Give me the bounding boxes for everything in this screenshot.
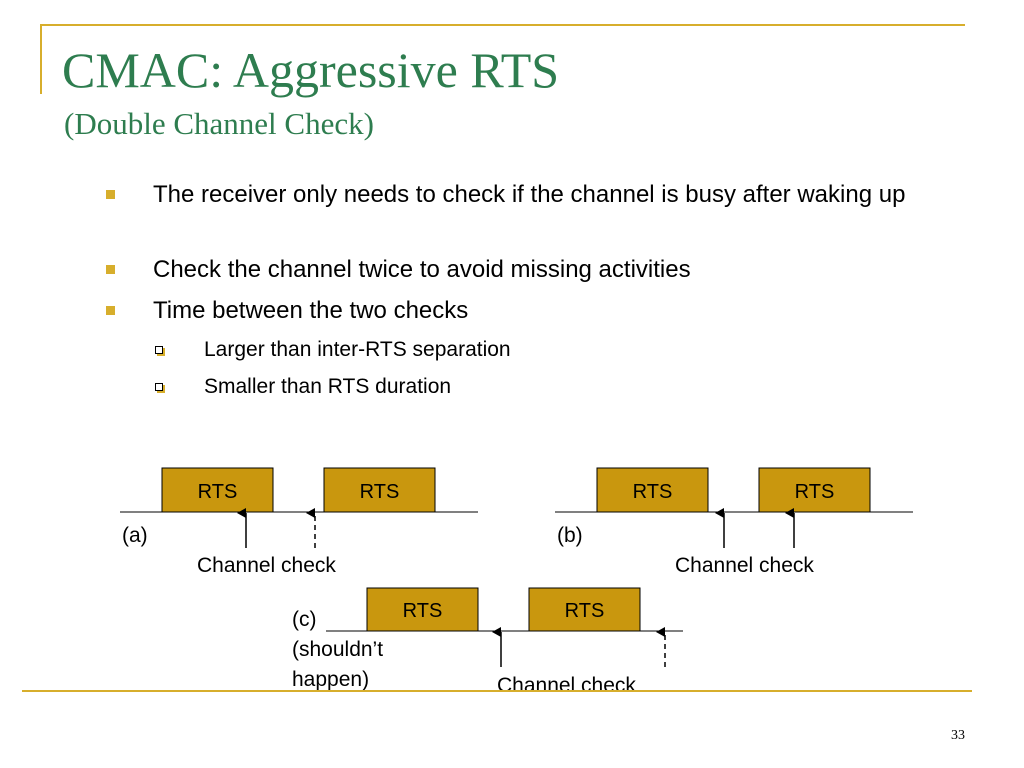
square-bullet-icon xyxy=(106,190,115,199)
rts-label: RTS xyxy=(403,600,443,622)
slide-subtitle: (Double Channel Check) xyxy=(64,106,374,141)
square-bullet-icon xyxy=(106,265,115,274)
panel-label-note: happen) xyxy=(292,668,369,691)
rts-label: RTS xyxy=(795,481,835,503)
page-number: 33 xyxy=(951,728,965,743)
rts-label: RTS xyxy=(360,481,400,503)
panel-c: RTS RTS (c) (shouldn’t happen) Channel c… xyxy=(292,587,683,697)
panel-label: (b) xyxy=(557,524,583,547)
sub-bullet-item: Larger than inter-RTS separation xyxy=(204,338,511,361)
hollow-square-bullet-icon xyxy=(155,346,163,354)
rts-block xyxy=(758,467,871,513)
hollow-square-bullet-icon xyxy=(155,383,163,391)
slide-title: CMAC: Aggressive RTS xyxy=(62,42,560,98)
rts-label: RTS xyxy=(565,600,605,622)
rts-block xyxy=(366,587,479,632)
bullet-item: Check the channel twice to avoid missing… xyxy=(153,256,691,283)
top-rule xyxy=(40,24,965,26)
channel-check-label: Channel check xyxy=(197,554,336,577)
square-bullet-icon xyxy=(106,306,115,315)
panel-a: RTS RTS (a) Channel check xyxy=(120,467,478,577)
bullet-item: The receiver only needs to check if the … xyxy=(153,181,906,208)
bottom-rule xyxy=(22,690,972,692)
channel-check-label: Channel check xyxy=(497,674,636,697)
panel-label: (c) xyxy=(292,608,317,631)
panel-b: RTS RTS (b) Channel check xyxy=(555,467,913,577)
rts-block xyxy=(323,467,436,513)
panel-label: (a) xyxy=(122,524,148,547)
rts-block xyxy=(161,467,274,513)
channel-check-label: Channel check xyxy=(675,554,814,577)
left-rule xyxy=(40,24,42,94)
sub-bullet-item: Smaller than RTS duration xyxy=(204,375,452,398)
rts-label: RTS xyxy=(198,481,238,503)
bullet-item: Time between the two checks xyxy=(153,297,469,324)
panel-label-note: (shouldn’t xyxy=(292,638,383,661)
rts-block xyxy=(596,467,709,513)
rts-label: RTS xyxy=(633,481,673,503)
rts-block xyxy=(528,587,641,632)
